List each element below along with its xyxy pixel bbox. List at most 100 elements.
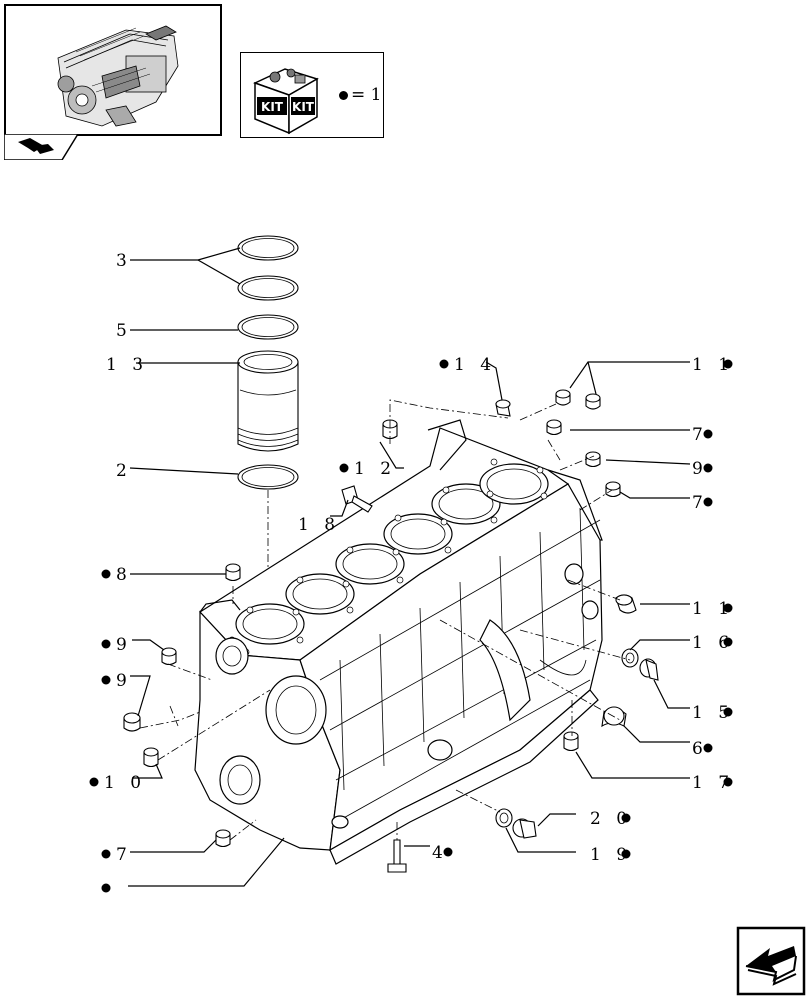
kit-bullet-icon	[101, 569, 111, 579]
callout-label: 7	[692, 425, 708, 445]
seal-ring-19[interactable]	[495, 808, 513, 828]
kit-legend-box: KIT KIT = 1	[240, 52, 384, 138]
kit-bullet-icon	[723, 707, 733, 717]
callout-c1[interactable]	[101, 883, 111, 893]
callout-label: 2	[116, 461, 132, 481]
callout-c8[interactable]: 8	[101, 565, 132, 585]
callout-c5[interactable]: 5	[116, 321, 132, 341]
plug-6[interactable]	[601, 706, 627, 728]
callout-c11a[interactable]: 1 1	[692, 355, 734, 375]
plug-9c[interactable]	[123, 712, 141, 732]
callout-c9c[interactable]: 9	[101, 671, 132, 691]
block-front-features	[215, 563, 599, 829]
callout-label: 1 1	[692, 355, 734, 375]
dowel-17[interactable]	[563, 731, 579, 752]
callout-c16[interactable]: 1 6	[692, 633, 734, 653]
engine-thumbnail[interactable]	[4, 4, 222, 136]
callout-label: 9	[116, 671, 132, 691]
callout-c9b[interactable]: 9	[101, 635, 132, 655]
callout-c11b[interactable]: 1 1	[692, 599, 734, 619]
plug-11a[interactable]	[555, 389, 571, 406]
callout-label: 2 0	[590, 809, 632, 829]
callout-label: 1 8	[298, 515, 340, 535]
bolt-4[interactable]	[387, 839, 407, 873]
callout-c6[interactable]: 6	[692, 739, 713, 759]
callout-c7b[interactable]: 7	[692, 493, 713, 513]
kit-bullet-icon	[703, 497, 713, 507]
piston-ring-3b[interactable]	[237, 275, 299, 301]
callout-label: 5	[116, 321, 132, 341]
cylinder-bores	[235, 463, 549, 645]
callout-c3[interactable]: 3	[116, 251, 132, 271]
plug-11c[interactable]	[615, 594, 637, 614]
callout-c17[interactable]: 1 7	[692, 773, 734, 793]
kit-label-right: KIT	[292, 100, 315, 114]
kit-bullet-icon	[101, 639, 111, 649]
callout-label: 1 0	[104, 773, 146, 793]
kit-bullet-icon	[439, 359, 449, 369]
callout-label: 4	[432, 843, 448, 863]
kit-bullet-icon	[723, 637, 733, 647]
callout-c4[interactable]: 4	[432, 843, 453, 863]
callout-label: 1 3	[106, 355, 148, 375]
plug-14[interactable]	[495, 399, 511, 417]
plug-8[interactable]	[225, 563, 241, 582]
dowel-10[interactable]	[143, 747, 159, 768]
callout-c7a[interactable]: 7	[692, 425, 713, 445]
plug-9a[interactable]	[585, 451, 601, 468]
callout-label: 1 9	[590, 845, 632, 865]
block-ribs	[319, 507, 601, 821]
kit-bullet-icon	[723, 777, 733, 787]
callout-c2[interactable]: 2	[116, 461, 132, 481]
kit-legend: = 1	[339, 85, 381, 105]
kit-bullet-icon	[703, 429, 713, 439]
callout-c14[interactable]: 1 4	[439, 355, 497, 375]
callout-label: 9	[692, 459, 708, 479]
bolt-18[interactable]	[341, 485, 373, 513]
callout-c9a[interactable]: 9	[692, 459, 713, 479]
kit-bullet-icon	[723, 603, 733, 613]
kit-bullet-icon	[101, 883, 111, 893]
piston-ring-3a[interactable]	[237, 235, 299, 261]
callout-c19[interactable]: 1 9	[590, 845, 632, 865]
kit-legend-text: = 1	[351, 85, 382, 105]
callout-c7c[interactable]: 7	[101, 845, 132, 865]
engine-icon	[57, 25, 179, 127]
plug-15[interactable]	[639, 658, 659, 681]
plug-7c[interactable]	[215, 829, 231, 848]
callout-c15[interactable]: 1 5	[692, 703, 734, 723]
kit-bullet-icon	[339, 90, 348, 100]
callout-label: 1 7	[692, 773, 734, 793]
kit-label-left: KIT	[261, 100, 284, 114]
callout-c10[interactable]: 1 0	[89, 773, 147, 793]
plug-11b[interactable]	[585, 393, 601, 410]
next-page-button[interactable]	[736, 926, 806, 996]
plug-9b[interactable]	[161, 647, 177, 666]
cylinder-liner-13[interactable]	[237, 350, 299, 452]
callout-label: 9	[116, 635, 132, 655]
view-tab[interactable]	[3, 133, 80, 164]
callout-label: 1 1	[692, 599, 734, 619]
callout-label: 1 6	[692, 633, 734, 653]
callout-c20[interactable]: 2 0	[590, 809, 632, 829]
kit-bullet-icon	[703, 463, 713, 473]
piston-ring-5[interactable]	[237, 314, 299, 340]
callout-c12[interactable]: 1 2	[339, 459, 397, 479]
kit-bullet-icon	[621, 813, 631, 823]
plug-7b[interactable]	[605, 481, 621, 498]
callout-c18[interactable]: 1 8	[298, 515, 340, 535]
callout-label: 1 5	[692, 703, 734, 723]
plug-7a[interactable]	[546, 419, 562, 436]
plug-20[interactable]	[512, 818, 537, 839]
seal-ring-16[interactable]	[621, 648, 639, 668]
callout-c13[interactable]: 1 3	[106, 355, 148, 375]
arrow-icon	[736, 926, 806, 996]
alignment-guides	[139, 399, 631, 841]
seal-ring-2[interactable]	[237, 464, 299, 490]
kit-bullet-icon	[443, 847, 453, 857]
callout-label: 7	[116, 845, 132, 865]
callout-label: 7	[692, 493, 708, 513]
callout-label: 1 2	[354, 459, 396, 479]
callout-label: 8	[116, 565, 132, 585]
